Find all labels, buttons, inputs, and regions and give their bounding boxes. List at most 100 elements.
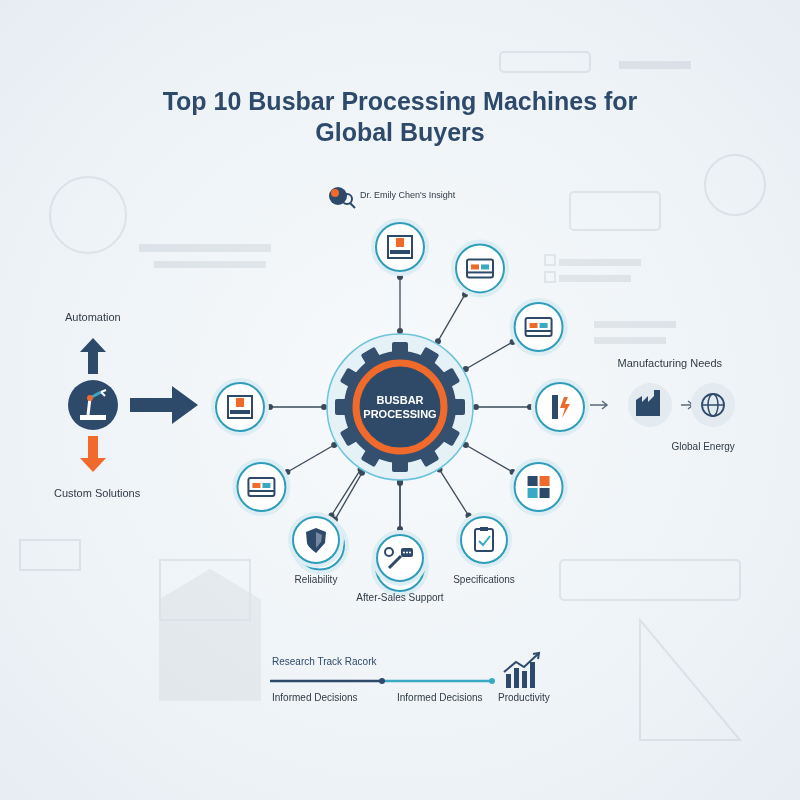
icon-ring-outer [512, 460, 566, 514]
decoration [640, 620, 740, 740]
spoke-dot [397, 526, 403, 532]
icon-part [540, 323, 548, 328]
decoration [80, 415, 106, 420]
icon-part [528, 476, 538, 486]
decoration [379, 678, 385, 684]
spoke-dot [328, 512, 334, 518]
feature-icon [462, 518, 506, 562]
decoration [590, 401, 607, 409]
icon-part [306, 528, 326, 553]
decoration [545, 255, 555, 265]
icon-circle [515, 303, 563, 351]
track-label: Informed Decisions [397, 692, 483, 703]
decoration [270, 680, 382, 683]
feature-icon [378, 536, 422, 580]
icon-part [390, 250, 410, 254]
decoration [560, 260, 640, 265]
decoration [628, 383, 672, 427]
icon-circle [216, 383, 264, 431]
decoration [506, 674, 511, 688]
icon-part [409, 552, 411, 554]
decoration [570, 192, 660, 230]
icon-part [540, 488, 550, 498]
icon-part [480, 527, 488, 531]
icon-part [526, 330, 552, 332]
spoke-dot [397, 328, 403, 334]
track-label: Informed Decisions [272, 692, 358, 703]
satellite-group [213, 220, 587, 594]
decoration [50, 177, 126, 253]
spoke-line [466, 342, 513, 369]
feature-icon [294, 518, 338, 562]
feature-label: Specifications [453, 574, 515, 585]
feature-circle: Specifications [460, 516, 508, 564]
track-label: Productivity [498, 692, 550, 703]
icon-part [530, 323, 538, 328]
icon-circle [536, 383, 584, 431]
icon-part [560, 397, 570, 418]
icon-part [526, 318, 552, 336]
decoration [522, 671, 527, 688]
spoke-connector [328, 467, 363, 519]
flow-label: Global Energy [672, 441, 735, 452]
spoke-dot [321, 404, 327, 410]
icon-part [316, 532, 322, 548]
icon-part [388, 236, 412, 258]
icon-part [403, 552, 405, 554]
icon-part [230, 410, 250, 414]
side-label: Custom Solutions [54, 487, 140, 499]
spoke-dot [473, 404, 479, 410]
feature-label: After-Sales Support [356, 592, 443, 603]
decoration [500, 52, 590, 72]
icon-part [385, 548, 393, 556]
side-label: Automation [65, 311, 121, 323]
decoration [20, 540, 80, 570]
spoke-line [331, 470, 360, 516]
decoration [80, 338, 106, 374]
icon-part [540, 476, 550, 486]
decoration [68, 380, 118, 430]
icon-part [479, 536, 490, 545]
decoration [530, 662, 535, 688]
icon-part [252, 483, 260, 488]
icon-part [396, 238, 404, 247]
icon-ring-outer [512, 300, 566, 354]
gear-label: BUSBAR PROCESSING [360, 382, 440, 432]
output-group [590, 383, 735, 427]
gear-core [360, 367, 440, 447]
decoration [155, 262, 265, 267]
author-note: Dr. Emily Chen's Insight [360, 190, 455, 200]
spoke-line [270, 406, 324, 407]
research-track [270, 653, 539, 688]
spoke-dot [466, 512, 472, 518]
spoke-line [438, 294, 465, 341]
decoration [595, 322, 675, 327]
decoration [20, 52, 765, 740]
decoration [504, 654, 538, 672]
decoration [80, 436, 106, 472]
icon-part [389, 556, 401, 568]
spoke-line [466, 445, 513, 472]
spoke-line [399, 277, 400, 331]
decoration [382, 680, 492, 683]
decoration [350, 203, 355, 208]
icon-circle [456, 244, 504, 292]
decoration [140, 245, 270, 251]
gear-glow [327, 334, 473, 480]
icon-ring-outer [373, 220, 427, 274]
automation-group [68, 338, 198, 472]
icon-ring-outer [234, 460, 288, 514]
icon-part [481, 264, 489, 269]
flow-label: Manufacturing Needs [618, 357, 723, 369]
icon-part [248, 490, 274, 492]
gear-shape [325, 332, 475, 482]
icon-part [475, 529, 493, 551]
icon-part [401, 548, 413, 557]
feature-circle: Reliability [292, 516, 340, 564]
icon-part [228, 396, 252, 418]
gear-body [344, 351, 456, 463]
icon-part [552, 395, 558, 419]
decoration [130, 386, 198, 424]
icon-ring-outer [213, 380, 267, 434]
